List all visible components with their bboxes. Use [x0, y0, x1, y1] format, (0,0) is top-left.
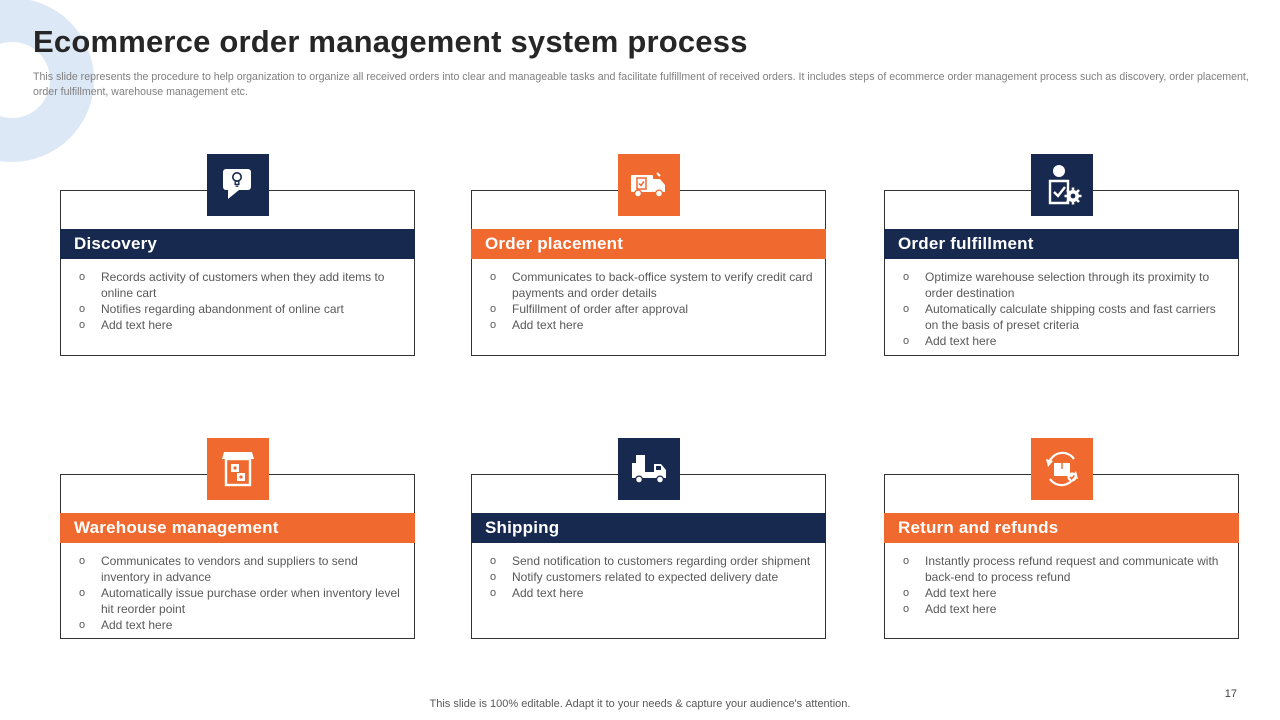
bullet-item: Add text here — [482, 585, 815, 601]
bullet-item: Fulfillment of order after approval — [482, 301, 815, 317]
order-placement-icon-box — [617, 154, 680, 216]
bullet-item: Add text here — [895, 333, 1228, 349]
bullet-item: Communicates to vendors and suppliers to… — [71, 553, 404, 585]
person-checklist-gear-icon — [1048, 165, 1081, 205]
warehouse-icon-box — [206, 438, 269, 500]
card-title-bar: Shipping — [471, 513, 826, 543]
card-bullet-list: Optimize warehouse selection through its… — [885, 265, 1238, 349]
shipping-icon-box — [617, 438, 680, 500]
bullet-item: Notifies regarding abandonment of online… — [71, 301, 404, 317]
process-card-order-placement: Order placement Communicates to back-off… — [471, 154, 826, 356]
delivery-truck-checklist-icon — [630, 172, 665, 198]
process-card-discovery: Discovery Records activity of customers … — [60, 154, 415, 356]
card-title: Return and refunds — [898, 518, 1059, 537]
card-title: Warehouse management — [74, 518, 279, 537]
process-card-warehouse-management: Warehouse management Communicates to ven… — [60, 438, 415, 639]
cargo-truck-icon — [631, 455, 666, 484]
card-title: Order placement — [485, 234, 624, 253]
card-title-bar: Return and refunds — [884, 513, 1239, 543]
card-title-bar: Order placement — [471, 229, 826, 259]
process-card-order-fulfillment: Order fulfillment Optimize warehouse sel… — [884, 154, 1239, 356]
page-title: Ecommerce order management system proces… — [33, 24, 748, 59]
warehouse-storefront-icon — [221, 452, 254, 487]
bullet-item: Add text here — [482, 317, 815, 333]
card-title-bar: Order fulfillment — [884, 229, 1239, 259]
process-card-return-refunds: Return and refunds Instantly process ref… — [884, 438, 1239, 639]
bullet-item: Automatically calculate shipping costs a… — [895, 301, 1228, 333]
card-bullet-list: Communicates to back-office system to ve… — [472, 265, 825, 333]
bullet-item: Instantly process refund request and com… — [895, 553, 1228, 585]
bullet-item: Notify customers related to expected del… — [482, 569, 815, 585]
card-title: Order fulfillment — [898, 234, 1034, 253]
bullet-item: Communicates to back-office system to ve… — [482, 269, 815, 301]
return-box-icon — [1045, 451, 1078, 487]
card-title-bar: Warehouse management — [60, 513, 415, 543]
bullet-item: Add text here — [71, 617, 404, 633]
bullet-item: Add text here — [895, 585, 1228, 601]
card-bullet-list: Send notification to customers regarding… — [472, 549, 825, 601]
card-title: Shipping — [485, 518, 560, 537]
chat-lightbulb-icon — [222, 169, 251, 199]
bullet-item: Records activity of customers when they … — [71, 269, 404, 301]
card-bullet-list: Records activity of customers when they … — [61, 265, 414, 333]
discovery-icon-box — [206, 154, 269, 216]
bullet-item: Automatically issue purchase order when … — [71, 585, 404, 617]
process-card-shipping: Shipping Send notification to customers … — [471, 438, 826, 639]
bullet-item: Send notification to customers regarding… — [482, 553, 815, 569]
card-title-bar: Discovery — [60, 229, 415, 259]
return-refunds-icon-box — [1030, 438, 1093, 500]
slide-subtitle: This slide represents the procedure to h… — [33, 71, 1249, 98]
order-fulfillment-icon-box — [1030, 154, 1093, 216]
bullet-item: Add text here — [71, 317, 404, 333]
card-title: Discovery — [74, 234, 158, 253]
bullet-item: Optimize warehouse selection through its… — [895, 269, 1228, 301]
card-bullet-list: Instantly process refund request and com… — [885, 549, 1238, 617]
card-bullet-list: Communicates to vendors and suppliers to… — [61, 549, 414, 633]
page-number: 17 — [1224, 688, 1237, 700]
bullet-item: Add text here — [895, 601, 1228, 617]
footer-note: This slide is 100% editable. Adapt it to… — [429, 698, 851, 710]
